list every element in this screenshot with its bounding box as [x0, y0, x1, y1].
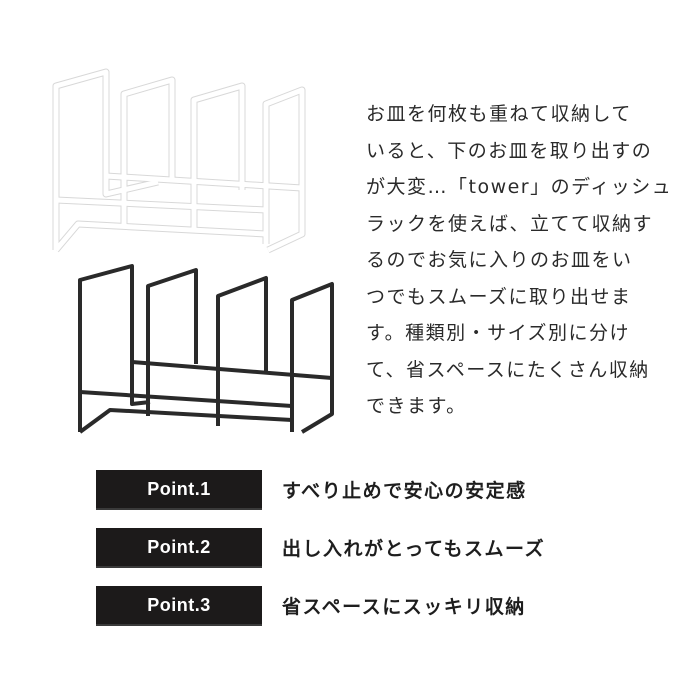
point-label: Point.2 — [96, 528, 262, 568]
description-line: つでもスムーズに取り出せま — [366, 285, 632, 308]
description-line: す。種類別・サイズ別に分け — [366, 322, 631, 344]
description-line: ラックを使えば、立てて収納す — [366, 212, 654, 235]
point-text: すべり止めで安心の安定感 — [282, 480, 527, 502]
white-dish-rack-image — [48, 64, 318, 254]
point-label: Point.3 — [96, 586, 262, 626]
description-line: るのでお気に入りのお皿をい — [366, 249, 633, 271]
feature-point-2: Point.2 出し入れがとってもスムーズ — [96, 528, 656, 568]
description-line: いると、下のお皿を取り出すの — [366, 139, 653, 162]
point-label: Point.1 — [96, 470, 262, 510]
feature-point-3: Point.3 省スペースにスッキリ収納 — [96, 586, 656, 626]
product-description: お皿を何枚も重ねて収納して いると、下のお皿を取り出すの が大変…「tower」… — [366, 96, 686, 425]
description-line: できます。 — [366, 395, 467, 417]
point-text: 出し入れがとってもスムーズ — [282, 538, 546, 560]
description-line: お皿を何枚も重ねて収納して — [366, 103, 632, 125]
description-line: て、省スペースにたくさん収納 — [366, 358, 650, 381]
point-text: 省スペースにスッキリ収納 — [282, 596, 526, 618]
black-dish-rack-image — [70, 256, 340, 436]
feature-point-1: Point.1 すべり止めで安心の安定感 — [96, 470, 656, 510]
description-line: が大変…「tower」のディッシュ — [366, 176, 673, 198]
